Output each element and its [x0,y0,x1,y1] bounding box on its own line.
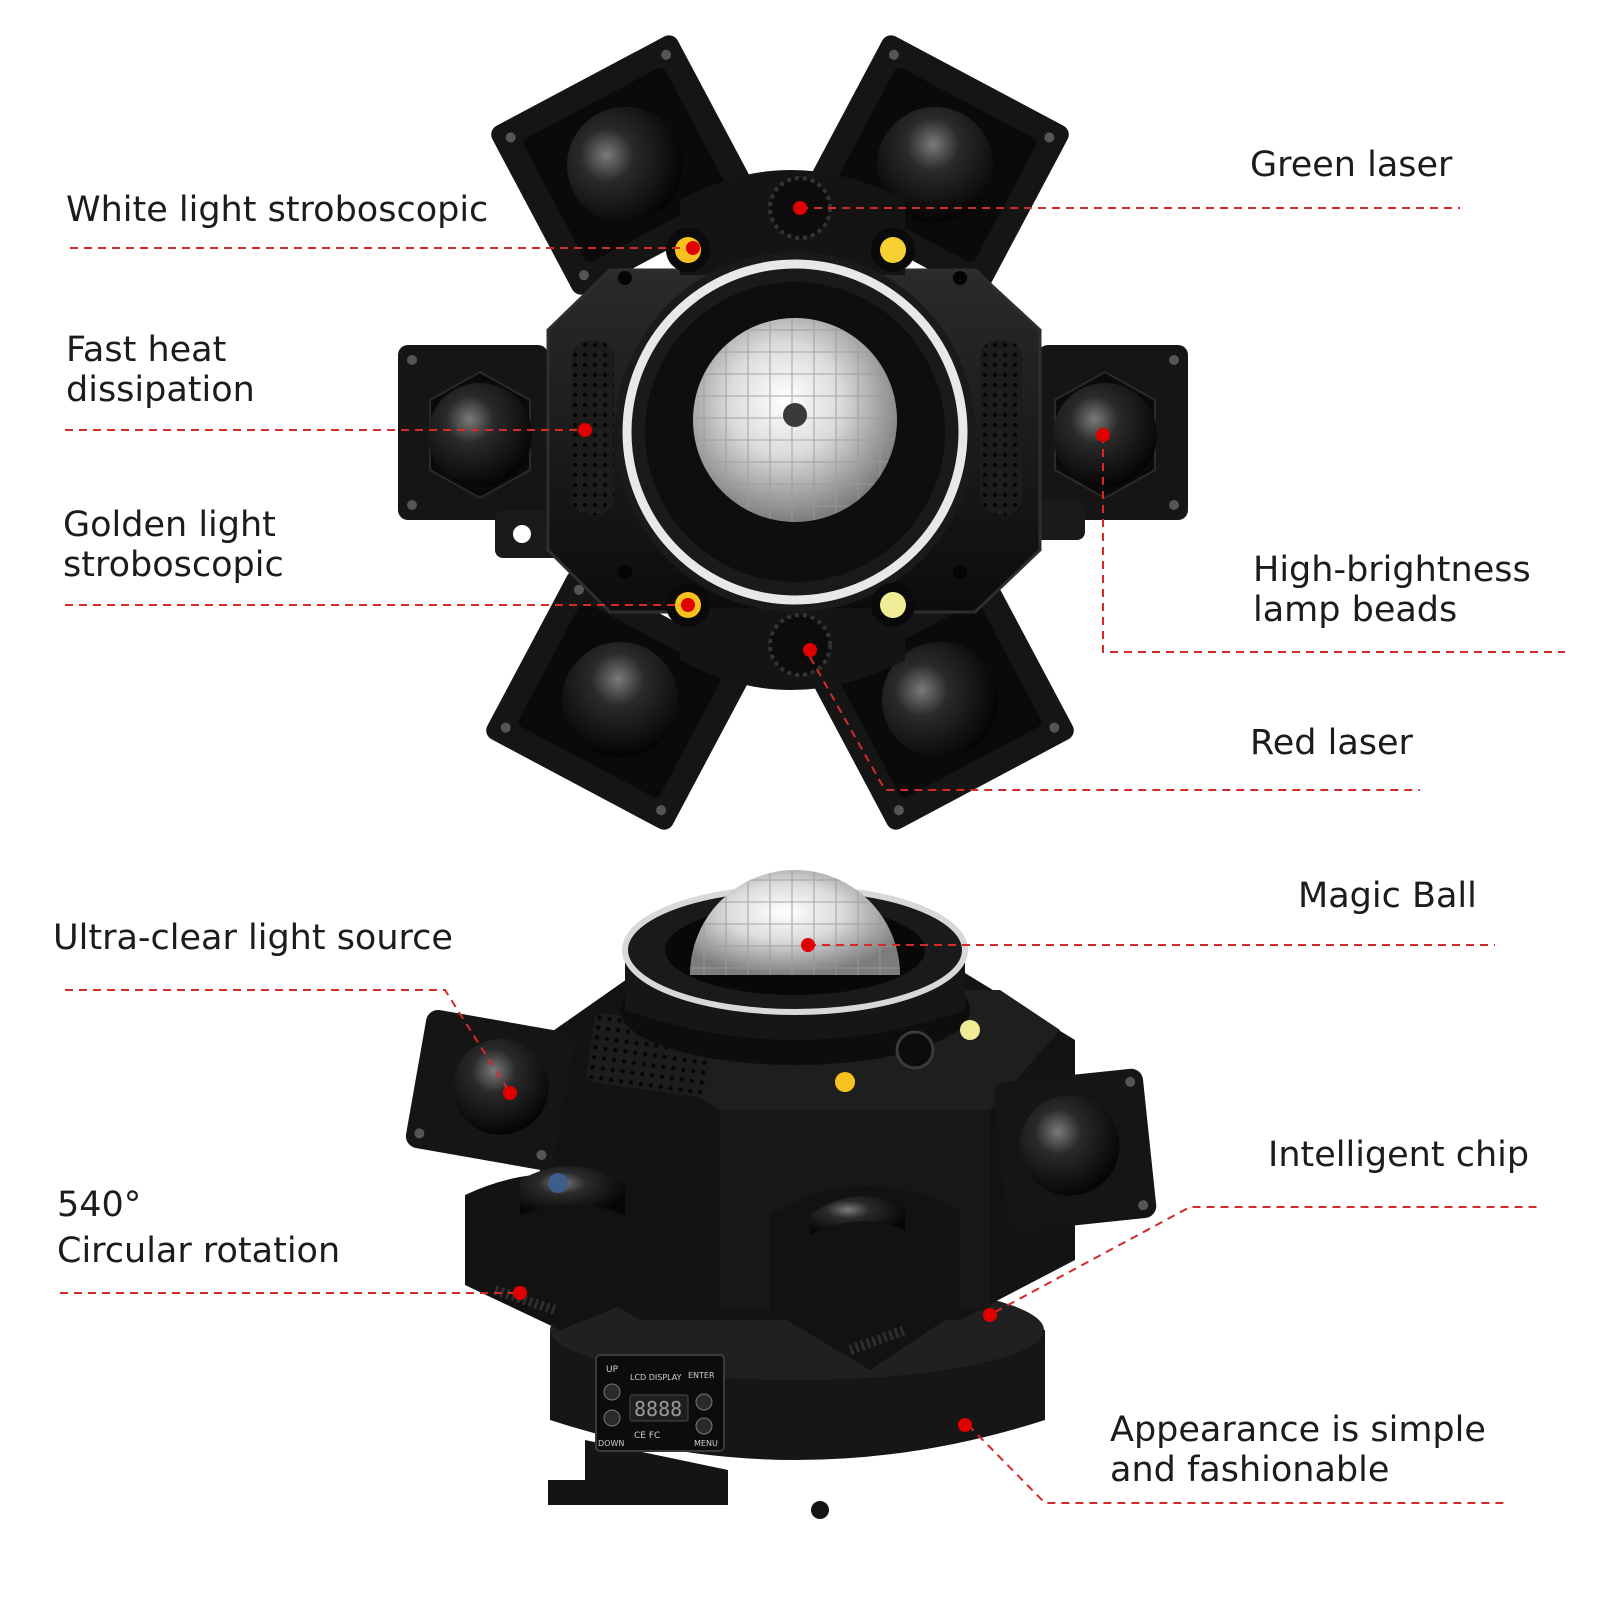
top-view-fixture [398,35,1188,830]
side-head-left [405,1009,575,1171]
callout-rotation: 540° Circular rotation [57,1185,340,1271]
callout-markers [503,201,1110,1432]
head-top-left [491,35,759,295]
side-head-right [993,1068,1157,1232]
leader-lines [60,207,1565,1504]
callout-line: Circular rotation [57,1231,341,1271]
marker-light-source [503,1086,517,1100]
callout-line: Fast heat [66,330,227,370]
callout-magic-ball: Magic Ball [1298,876,1477,916]
callout-line: Golden light [63,505,276,545]
callout-line: White light stroboscopic [66,190,489,230]
panel-certs: CE FC [634,1431,660,1441]
marker-chip [983,1308,997,1322]
callout-line: High-brightness [1253,550,1531,590]
callout-line: stroboscopic [63,545,284,585]
marker-green-laser [793,201,807,215]
callout-line: Ultra-clear light source [53,918,453,958]
callout-heat: Fast heat dissipation [66,330,255,410]
panel-menu: MENU [694,1439,718,1448]
panel-up: UP [606,1365,619,1375]
callout-line: lamp beads [1253,590,1458,630]
callout-line: 540° [57,1185,142,1225]
callout-green-laser: Green laser [1250,145,1452,185]
callout-golden-strobe: Golden light stroboscopic [63,505,284,585]
vent-left [572,340,614,515]
red-laser-aperture [768,613,832,677]
marker-magic-ball [801,938,815,952]
callout-line: Green laser [1250,145,1453,185]
marker-red-laser [803,643,817,657]
panel-lcd: LCD DISPLAY [630,1373,682,1382]
marker-white-strobe [686,241,700,255]
callout-line: Appearance is simple [1110,1410,1486,1450]
panel-enter: ENTER [688,1371,715,1380]
marker-appearance [958,1418,972,1432]
callout-line: dissipation [66,370,255,410]
callout-red-laser: Red laser [1250,723,1413,763]
callout-line: Magic Ball [1298,876,1477,916]
callout-white-strobe: White light stroboscopic [66,190,488,230]
callout-light-source: Ultra-clear light source [53,918,453,958]
callout-line: Red laser [1250,723,1413,763]
side-view-fixture: UP LCD DISPLAY ENTER 8888 CE FC DOWN MEN… [405,870,1157,1519]
callout-line: and fashionable [1110,1450,1390,1490]
marker-lamp-beads [1096,428,1110,442]
marker-rotation [513,1286,527,1300]
head-right [1038,345,1188,520]
callout-chip: Intelligent chip [1268,1135,1529,1175]
callout-appearance: Appearance is simple and fashionable [1110,1410,1486,1490]
panel-digits: 8888 [634,1397,682,1421]
callout-line: Intelligent chip [1268,1135,1530,1175]
callout-lamp-beads: High-brightness lamp beads [1253,550,1531,630]
rotating-head-right [770,1186,960,1370]
marker-heat [578,423,592,437]
marker-golden-strobe [681,598,695,612]
head-left [398,345,548,520]
vent-right [980,340,1022,515]
panel-down: DOWN [598,1439,624,1448]
